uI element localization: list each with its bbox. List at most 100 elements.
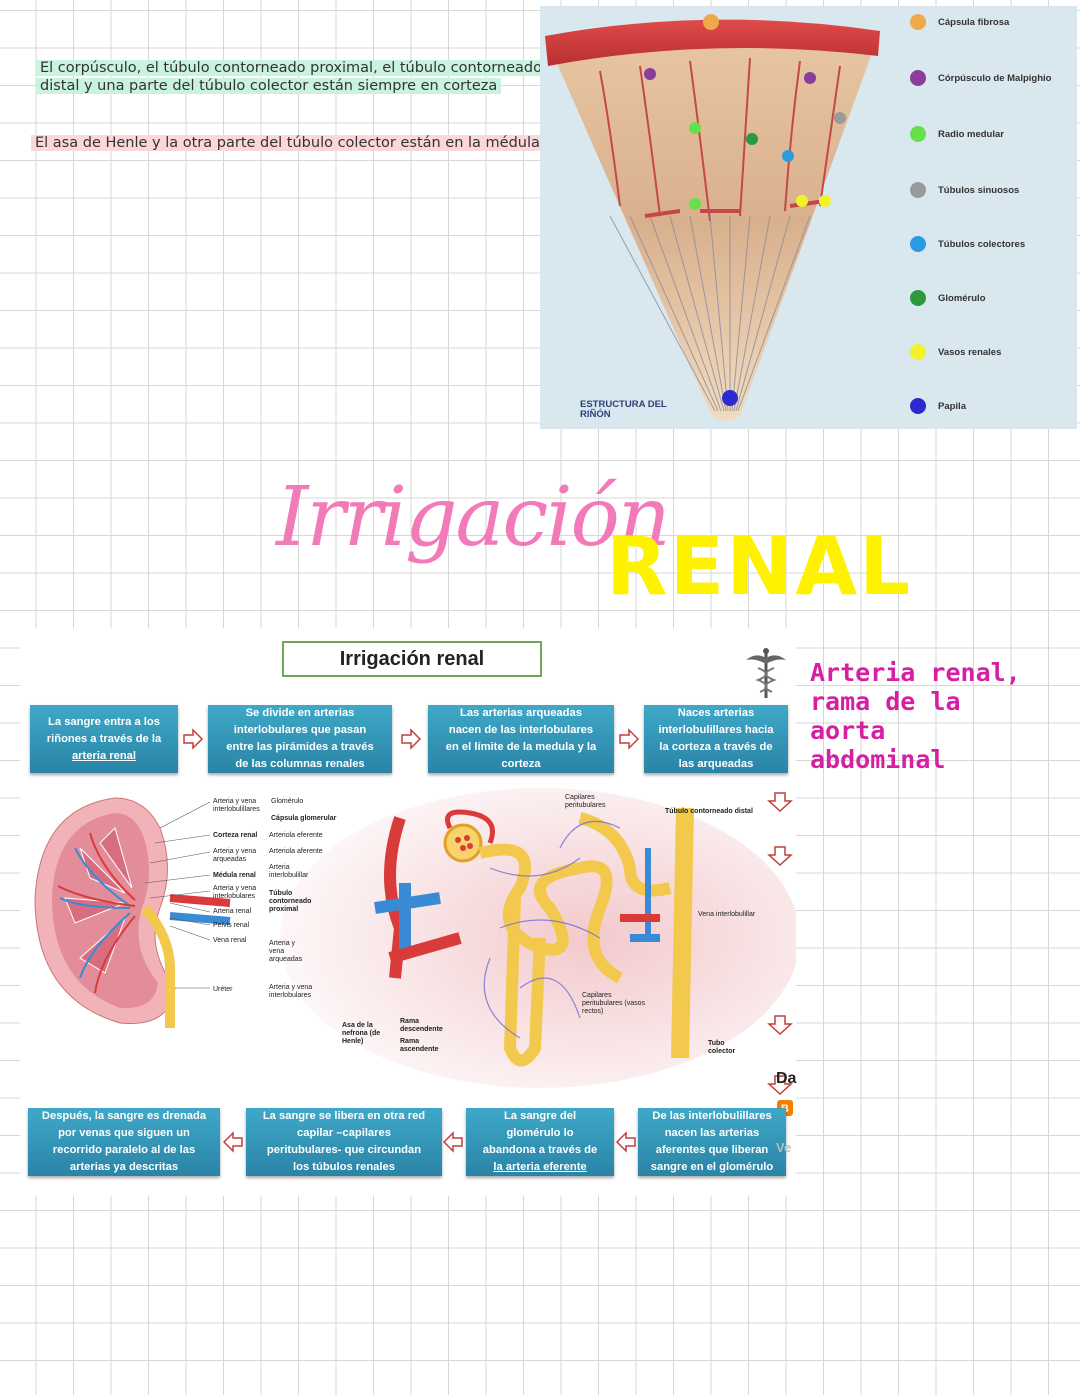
flow-step-2-line3: entre las pirámides a través [226, 741, 374, 753]
note-medulla: El asa de Henle y la otra parte del túbu… [31, 134, 544, 152]
legend-dot-icon [910, 290, 926, 306]
legend-item: Túbulos colectores [910, 236, 1025, 252]
flow-step-4-line1: Naces arterias [677, 707, 755, 719]
edge-text-ve: Ve [776, 1140, 792, 1155]
note-medulla-text: El asa de Henle y la otra parte del túbu… [31, 135, 544, 151]
legend-item: Papila [910, 398, 966, 414]
flow-step-8-line3: recorrido paralelo al de las [52, 1144, 196, 1156]
nephron-label-cap-bottom: Capilares peritubulares (vasos rectos) [582, 992, 646, 1015]
arrow-down-icon [767, 792, 793, 813]
flow-step-2-line2: interlobulares que pasan [233, 724, 367, 736]
kidney-label: Glomérulo [271, 798, 304, 805]
flow-step-3-line1: Las arterias arqueadas [460, 707, 582, 719]
legend-dot-icon [910, 126, 926, 142]
kidney-label: Cápsula glomerular [271, 815, 337, 822]
arrow-down-icon [767, 846, 793, 867]
kidney-label: Arteria interlobulillar [269, 864, 309, 879]
legend-label: Túbulos sinuosos [938, 184, 1020, 196]
flow-step-3: Las arterias arqueadas nacen de las inter… [428, 705, 614, 773]
structure-caption: ESTRUCTURA DEL RIÑÓN [580, 400, 667, 420]
kidney-label: Arteria renal [213, 908, 252, 915]
nephron-label-asc: Rama ascendente [400, 1038, 439, 1053]
caduceus-icon [746, 648, 786, 698]
legend-item: Vasos renales [910, 344, 1001, 360]
arrow-right-icon [401, 728, 422, 750]
legend-dot-icon [910, 344, 926, 360]
flow-step-3-line2: nacen de las interlobulares [448, 724, 594, 736]
flow-step-7-line1: La sangre se libera en otra red [262, 1110, 426, 1122]
title-script: Irrigación [276, 470, 671, 565]
title-bold: RENAL [606, 520, 913, 613]
legend-dot-icon [910, 182, 926, 198]
nephron-label-vena: Vena interlobulillar [698, 911, 756, 918]
arrow-down-icon [767, 1015, 793, 1036]
aside-note: Arteria renal, rama de la aorta abdomina… [810, 658, 1060, 774]
aside-note-line3: aorta [810, 716, 886, 745]
irrigation-infographic: Irrigación renal La sangre entra a los ri… [20, 628, 796, 1196]
edge-text-da: Da [776, 1070, 797, 1087]
aside-note-line1: Arteria renal, [810, 658, 1021, 687]
flow-step-4-line4: las arqueadas [678, 758, 754, 770]
legend-label: Glomérulo [938, 292, 986, 304]
infographic-title: Irrigación renal [282, 641, 542, 677]
kidney-label: Arteriola eferente [269, 832, 323, 839]
kidney-label: Corteza renal [213, 832, 258, 839]
kidney-label: Pelvis renal [213, 922, 250, 929]
legend-item: Glomérulo [910, 290, 986, 306]
note-cortex-line1: El corpúsculo, el túbulo contorneado pro… [36, 60, 546, 76]
flow-step-5-line2: nacen las arterias [664, 1127, 760, 1139]
flow-step-6-line3: abandona a través de [482, 1144, 598, 1156]
kidney-label: Médula renal [213, 872, 256, 879]
flow-step-1: La sangre entra a los riñones a través de… [30, 705, 178, 773]
kidney-label: Arteria y vena interlobulillares [213, 798, 260, 813]
flow-step-4-line3: la corteza a través de [659, 741, 773, 753]
legend-item: Túbulos sinuosos [910, 182, 1019, 198]
kidney-label: Arteria y vena arqueadas [269, 940, 303, 963]
legend-dot-icon [910, 398, 926, 414]
legend-item: Radio medular [910, 126, 1004, 142]
nephron-label-desc: Rama descendente [400, 1018, 443, 1033]
kidney-nephron-diagram [34, 788, 796, 1088]
flow-step-4: Naces arterias interlobulillares hacia la … [644, 705, 788, 773]
nephron-label-cap-top: Capilares peritubulares [565, 794, 606, 809]
structure-caption-line2: RIÑÓN [580, 409, 611, 420]
arrow-left-icon [615, 1131, 636, 1153]
flow-step-8-line4: arterias ya descritas [69, 1161, 179, 1173]
flow-step-2: Se divide en arterias interlobulares que … [208, 705, 392, 773]
flow-step-5-line3: aferentes que liberan [655, 1144, 769, 1156]
flow-step-6-line4: la arteria eferente [493, 1161, 587, 1173]
legend-item: Cápsula fibrosa [910, 14, 1009, 30]
legend-label: Cápsula fibrosa [938, 16, 1010, 28]
flow-step-8-line2: por venas que siguen un [58, 1127, 190, 1139]
flow-step-1-line2: riñones a través de la [46, 732, 162, 745]
flow-step-7-line3: peritubulares- que circundan [266, 1144, 422, 1156]
flow-step-3-line3: en el límite de la medula y la [445, 741, 597, 753]
flow-step-2-line4: de las columnas renales [235, 758, 365, 770]
kidney-label: Arteria y vena interlobulares [269, 984, 313, 999]
kidney-label: Arteria y vena arqueadas [213, 848, 257, 863]
flow-step-4-line2: interlobulillares hacia [658, 724, 774, 736]
kidney-label: Uréter [213, 986, 233, 993]
flow-step-6: La sangre del glomérulo lo abandona a trav… [466, 1108, 614, 1176]
legend-label: Túbulos colectores [938, 238, 1026, 250]
legend-dot-icon [910, 236, 926, 252]
kidney-label: Vena renal [213, 937, 247, 944]
flow-step-1-line1: La sangre entra a los [48, 715, 160, 728]
aside-note-line4: abdominal [810, 745, 946, 774]
arrow-right-icon [183, 728, 204, 750]
flow-step-6-line1: La sangre del [503, 1110, 577, 1122]
legend-label: Córpúsculo de Malpighio [938, 72, 1052, 84]
flow-step-6-line2: glomérulo lo [506, 1127, 574, 1139]
kidney-label: Arteria y vena interlobulares [213, 885, 257, 900]
flow-step-2-line1: Se divide en arterias [245, 707, 355, 719]
renal-pyramid-illustration [545, 14, 880, 421]
arrow-left-icon [222, 1131, 243, 1153]
arrow-left-icon [442, 1131, 463, 1153]
nephron-label-henle: Asa de la nefrona (de Henle) [342, 1022, 381, 1045]
nephron-label-tubo: Tubo colector [708, 1040, 736, 1055]
flow-step-5-line4: sangre en el glomérulo [650, 1161, 774, 1173]
flow-step-7-line4: los túbulos renales [293, 1161, 395, 1173]
kidney-structure-image: ESTRUCTURA DEL RIÑÓN Cápsula fibrosa Cór… [540, 6, 1077, 429]
